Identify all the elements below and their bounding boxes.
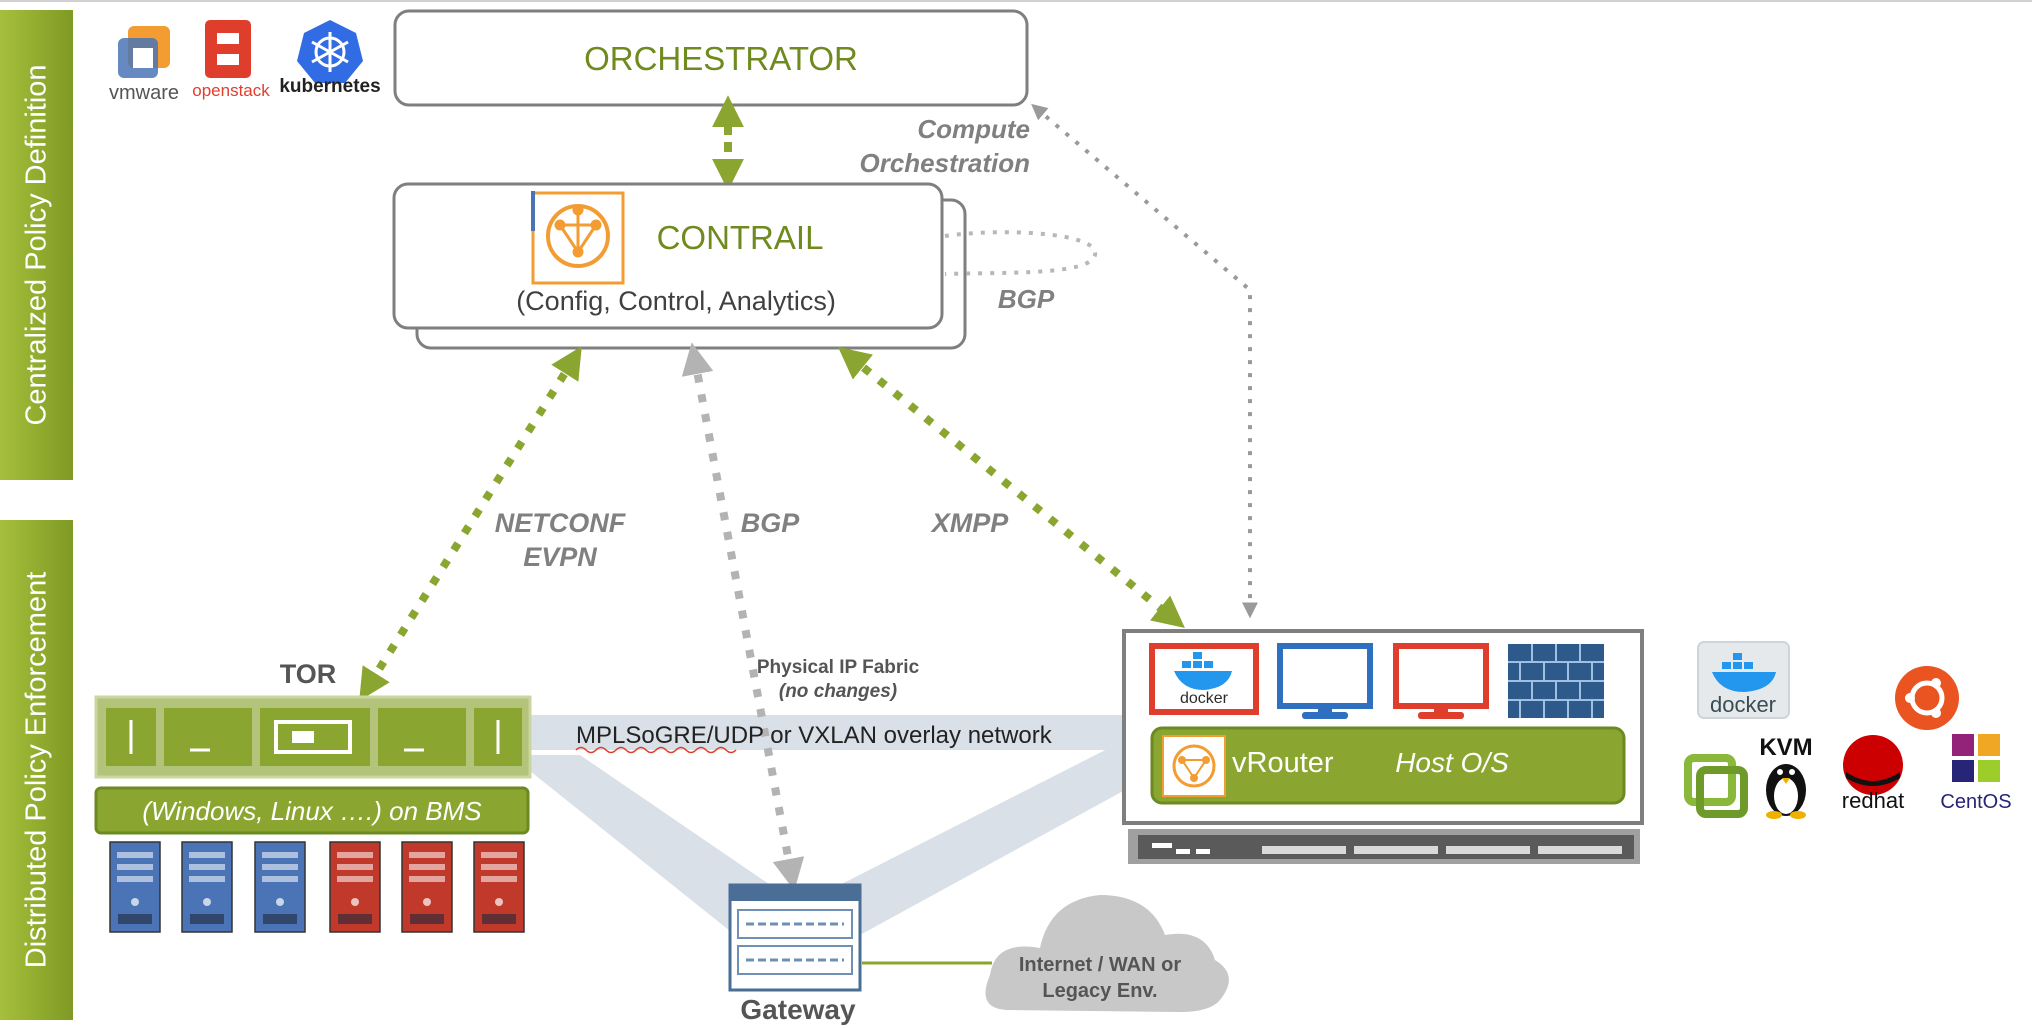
fabric-label-line1: Physical IP Fabric: [757, 657, 920, 678]
vrouter-label: vRouter: [1232, 747, 1334, 779]
overlay-network-label: MPLSoGRE/UDP or VXLAN overlay network: [576, 722, 1053, 749]
redhat-logo: redhat: [1842, 735, 1904, 813]
vmware-logo: vmware: [109, 26, 179, 104]
gateway-router: [728, 883, 862, 992]
bgp-loop-label: BGP: [998, 284, 1055, 314]
orchestrator-title: ORCHESTRATOR: [584, 40, 858, 77]
xmpp-link: [838, 346, 1185, 629]
internet-cloud: Internet / WAN or Legacy Env.: [985, 895, 1229, 1012]
bms-servers: [109, 841, 525, 933]
bgp-link: [681, 342, 805, 891]
openstack-logo: openstack: [192, 20, 270, 100]
orchestrator-box: ORCHESTRATOR: [393, 9, 1029, 107]
tor-label: TOR: [280, 659, 337, 689]
tor-switch: [94, 695, 532, 779]
bgp-loop-path: [944, 230, 1098, 276]
redhat-logo-text: redhat: [1842, 788, 1904, 813]
compute-label-line1: Compute: [917, 114, 1030, 144]
centos-logo: CentOS: [1940, 734, 2012, 813]
netconf-link: [359, 346, 582, 701]
spellcheck-underline: [575, 746, 737, 754]
kvm-logo-text: KVM: [1759, 734, 1812, 761]
bms-server-blue-icon: [109, 841, 161, 933]
docker-container-text: docker: [1180, 690, 1229, 707]
cloud-label-line1: Internet / WAN or: [1019, 954, 1181, 976]
bgp-label: BGP: [741, 508, 801, 538]
contrail-subtitle: (Config, Control, Analytics): [516, 286, 836, 316]
bms-label: (Windows, Linux ….) on BMS: [142, 796, 482, 826]
vm-monitor-blue-icon: [1277, 643, 1373, 719]
centos-logo-text: CentOS: [1940, 791, 2011, 813]
bms-server-blue-icon: [254, 841, 306, 933]
vrouter-logo-icon: [1162, 735, 1226, 797]
cloud-label-line2: Legacy Env.: [1042, 980, 1157, 1002]
vmware-logo-text: vmware: [109, 82, 179, 104]
bms-server-red-icon: [401, 841, 453, 933]
host-os-label: Host O/S: [1395, 747, 1509, 778]
contrail-title: CONTRAIL: [657, 219, 824, 256]
docker-logo: docker: [1697, 641, 1790, 719]
evpn-label: EVPN: [523, 542, 597, 572]
firewall-icon: [1508, 644, 1604, 718]
side-band-distributed: Distributed Policy Enforcement: [0, 520, 73, 1020]
compute-server-chassis: [1128, 829, 1640, 864]
openstack-logo-text: openstack: [192, 81, 270, 100]
side-band-centralized-label: Centralized Policy Definition: [21, 64, 53, 425]
contrail-logo-icon: [531, 191, 625, 285]
netconf-label: NETCONF: [495, 508, 627, 538]
bms-server-red-icon: [473, 841, 525, 933]
docker-container-icon: docker: [1149, 643, 1259, 715]
kubernetes-logo-text: kubernetes: [279, 76, 380, 97]
vrouter-bar: vRouter Host O/S: [1150, 726, 1626, 805]
side-band-distributed-label: Distributed Policy Enforcement: [21, 572, 53, 969]
side-band-centralized: Centralized Policy Definition: [0, 10, 73, 480]
ubuntu-logo: [1895, 666, 1959, 730]
vsphere-logo: [1684, 754, 1748, 818]
bms-bar: (Windows, Linux ….) on BMS: [94, 786, 530, 835]
bms-server-blue-icon: [181, 841, 233, 933]
xmpp-label: XMPP: [930, 508, 1010, 538]
gateway-label: Gateway: [740, 994, 856, 1025]
contrail-box: CONTRAIL (Config, Control, Analytics): [392, 182, 967, 350]
kvm-logo: KVM: [1759, 734, 1813, 819]
docker-logo-text: docker: [1710, 692, 1776, 717]
bms-server-red-icon: [329, 841, 381, 933]
kubernetes-logo: kubernetes: [279, 20, 381, 97]
compute-orchestration-link: [1031, 103, 1258, 619]
fabric-label-line2: (no changes): [779, 681, 897, 702]
compute-node: docker: [1122, 629, 1644, 825]
compute-label-line2: Orchestration: [860, 148, 1031, 178]
vm-monitor-red-icon: [1393, 643, 1489, 719]
